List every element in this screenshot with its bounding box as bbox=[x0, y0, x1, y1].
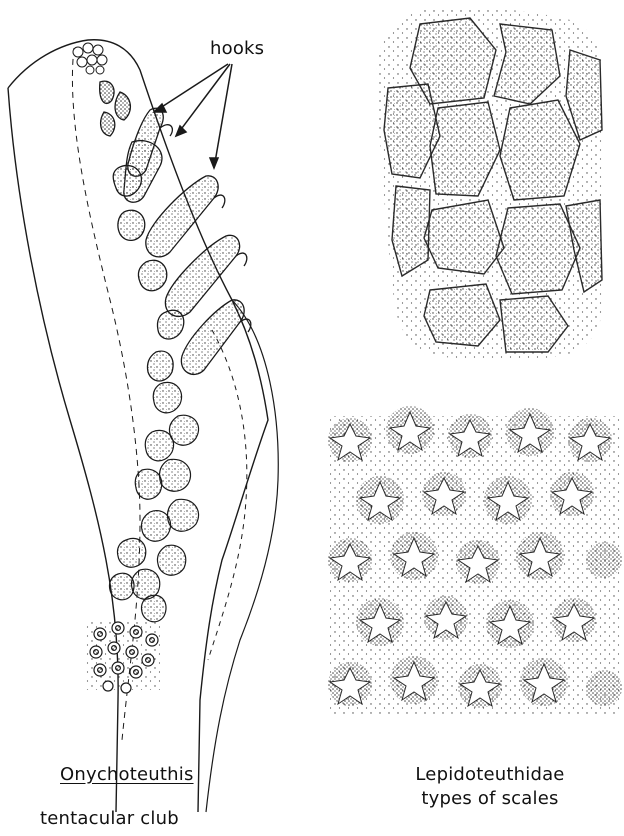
hooks-label: hooks bbox=[210, 38, 264, 60]
hooks-cluster bbox=[100, 81, 251, 381]
scales-label: types of scales bbox=[390, 788, 590, 810]
hook-arrow bbox=[154, 64, 232, 168]
family-label: Lepidoteuthidae bbox=[390, 764, 590, 786]
star-scales-drawing bbox=[328, 406, 622, 716]
lower-hooks bbox=[109, 382, 198, 621]
distal-suckers bbox=[73, 43, 107, 74]
polygonal-scales-drawing bbox=[376, 8, 604, 361]
basal-suckers bbox=[86, 620, 160, 693]
club-label: tentacular club bbox=[40, 808, 179, 830]
genus-label: Onychoteuthis bbox=[60, 764, 194, 786]
